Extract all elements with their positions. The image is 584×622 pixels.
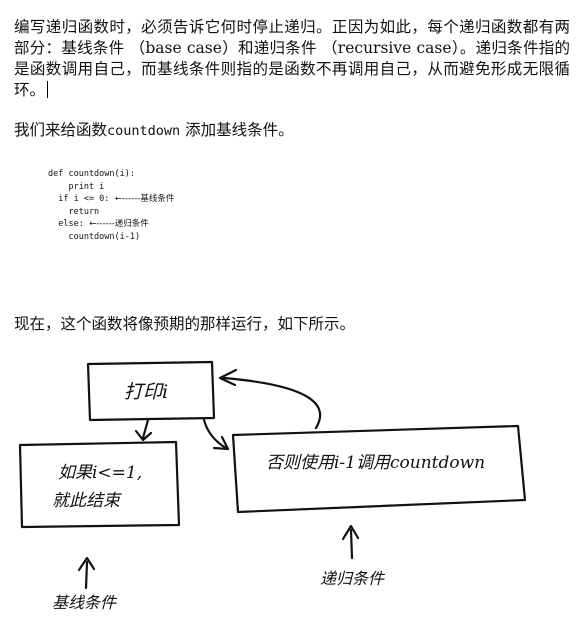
paragraph-text: 编写递归函数时，必须告诉它何时停止递归。正因为如此，每个递归函数都有两部分：基线… xyxy=(14,18,570,99)
code-line: return xyxy=(48,206,100,217)
base-case-box xyxy=(18,440,181,529)
text-cursor xyxy=(47,81,49,98)
code-line: def countdown(i): xyxy=(48,169,135,179)
intro-sentence: 我们来给函数countdown 添加基线条件。 xyxy=(14,118,294,140)
print-box xyxy=(86,360,216,422)
base-label-arrow xyxy=(84,560,89,590)
intro-function-name: countdown xyxy=(107,123,181,139)
base-box-label-line1: 如果i<=1, xyxy=(58,463,142,483)
code-block: def countdown(i): print i if i <= 0: ←--… xyxy=(48,168,174,243)
code-line: print i xyxy=(48,181,105,192)
recursive-case-label: 递归条件 xyxy=(320,569,386,588)
outro-sentence: 现在，这个函数将像预期的那样运行，如下所示。 xyxy=(14,315,356,333)
arrow-recursive-to-print xyxy=(222,376,322,430)
code-line: countdown(i-1) xyxy=(48,231,141,242)
code-line: if i <= 0: ←------基线条件 xyxy=(48,193,174,206)
recursive-label-arrow xyxy=(349,528,354,560)
recursion-diagram: 打印i 如果i<=1, 就此结束 否则使用i-1调用countdown 基线条件… xyxy=(18,360,527,612)
code-comment-recursive: ←------递归条件 xyxy=(83,219,149,229)
arrow-print-to-recursive xyxy=(202,418,228,450)
code-line-text: if i <= 0: xyxy=(48,194,110,204)
recursive-box-label: 否则使用i-1调用countdown xyxy=(266,453,485,473)
explanation-paragraph: 编写递归函数时，必须告诉它何时停止递归。正因为如此，每个递归函数都有两部分：基线… xyxy=(14,17,570,101)
recursive-case-box xyxy=(231,424,527,514)
intro-before: 我们来给函数 xyxy=(14,121,108,139)
base-box-label-line2: 就此结束 xyxy=(52,491,122,511)
base-case-label: 基线条件 xyxy=(52,593,118,612)
code-line-text: else: xyxy=(48,219,84,229)
arrow-print-to-base xyxy=(141,418,150,440)
code-comment-base: ←------基线条件 xyxy=(109,194,175,204)
code-line: else: ←------递归条件 xyxy=(48,218,174,231)
print-box-label: 打印i xyxy=(124,381,168,403)
intro-after: 添加基线条件。 xyxy=(180,121,294,139)
